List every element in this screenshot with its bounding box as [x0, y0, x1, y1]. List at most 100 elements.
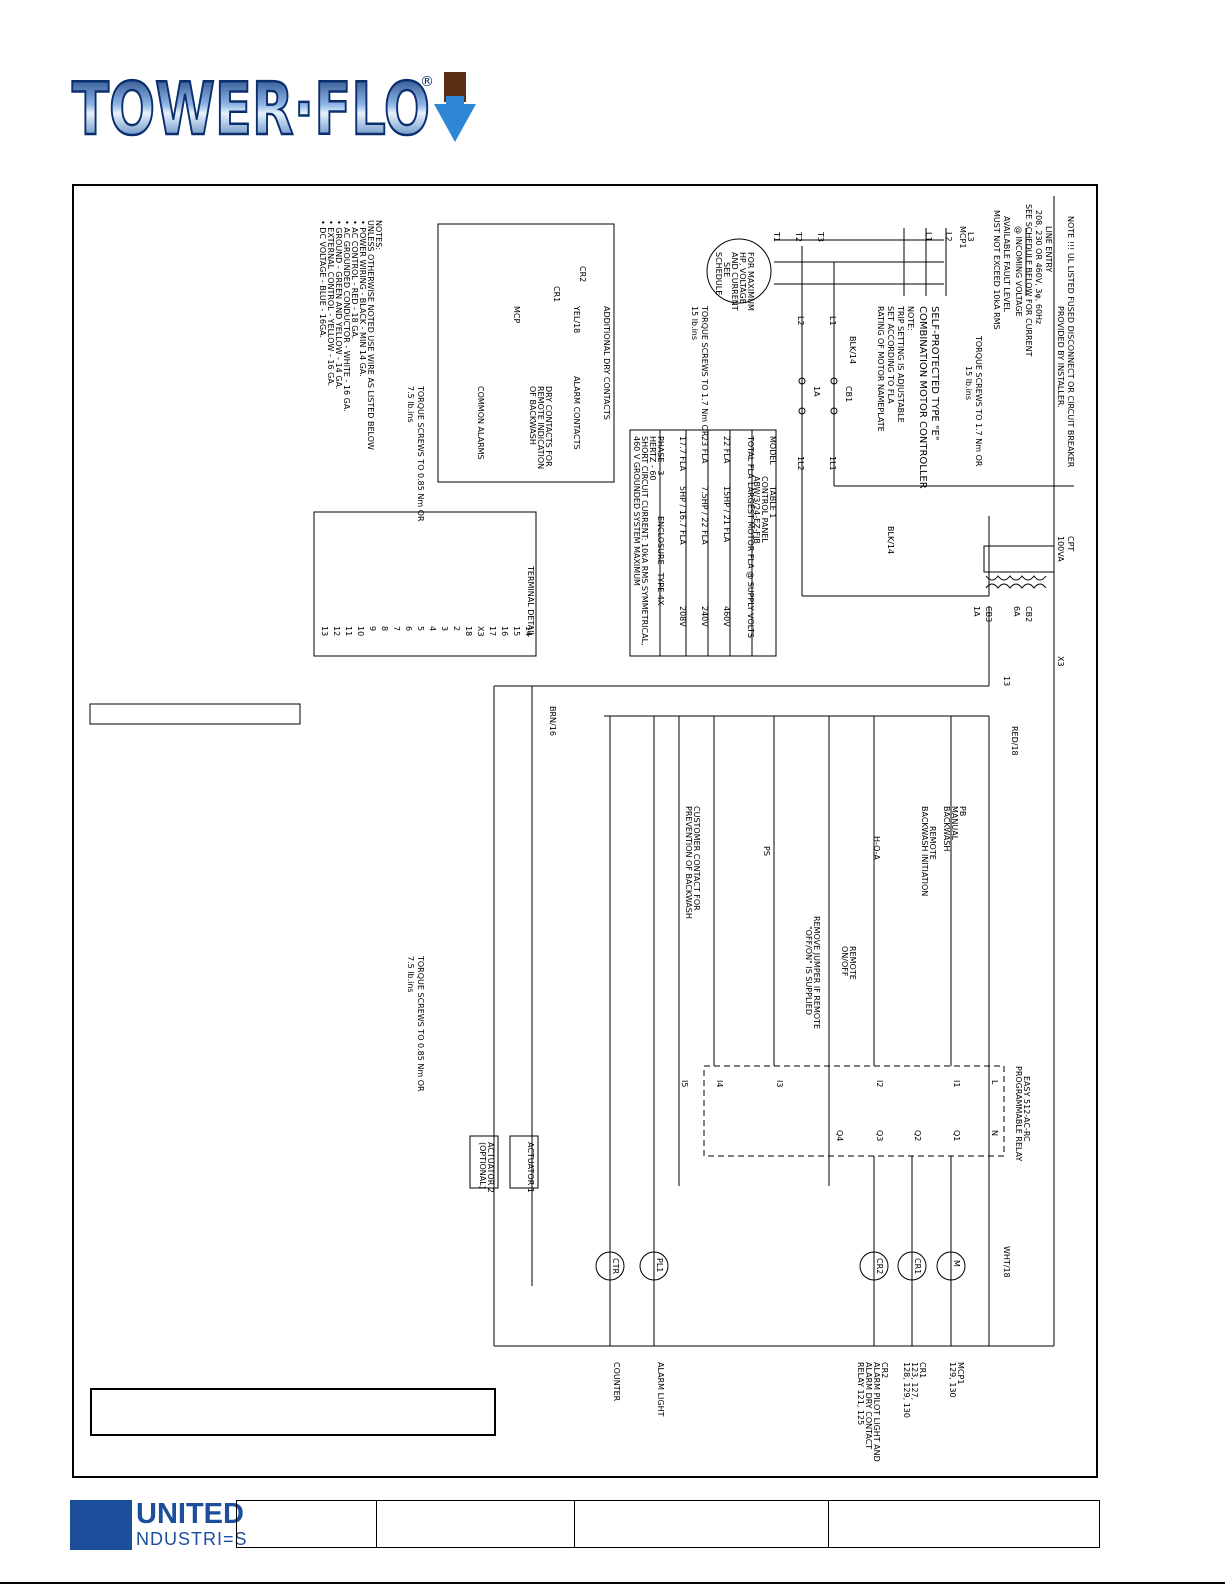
load-terminal: T2 [794, 231, 803, 242]
desc-cr2-line-3: ALARM DRY CONTACT [864, 1362, 873, 1449]
relay-output-label: N [990, 1130, 999, 1136]
logo-line-2: NDUSTRI=S [136, 1529, 248, 1549]
brand-name: TOWER·FLO [72, 68, 430, 148]
remote-onoff-2: ON/OFF [840, 946, 849, 977]
actuator-1: ACTUATOR 1 [526, 1142, 535, 1193]
note-5: • GROUND - GREEN AND YELLOW - 14 GA. [334, 220, 343, 389]
manual-backwash-2: BACKWASH [942, 806, 951, 851]
table-r1-c3: 460V [722, 606, 731, 627]
torque-act-2: 7.5 lb.ins [406, 956, 415, 993]
torque-motor-2: 15 lb.ins [690, 306, 699, 340]
united-industries-logo: UNITED NDUSTRI=S [70, 1500, 247, 1550]
torque-line-1: TORQUE SCREWS TO 1.7 Nm OR [974, 335, 983, 467]
terminal-detail-label: TERMINAL DETAIL [526, 565, 535, 638]
terminal-number: 16 [500, 626, 509, 636]
title-box [90, 1388, 496, 1436]
relay-input-label: L [990, 1080, 999, 1085]
cb1-rating: 1A [812, 386, 821, 397]
counter-label: COUNTER [612, 1362, 621, 1402]
yel18-label: YEL/18 [572, 305, 581, 333]
actuator-2: ACTUATOR 2 [486, 1142, 495, 1193]
coil-cr1: CR1 [913, 1258, 922, 1274]
table-r1-c1: 22 FLA [722, 436, 731, 464]
note-6: • EXTERNAL CONTROL - YELLOW - 16 GA. [326, 220, 335, 386]
note-7: • DC VOLTAGE - BLUE - 16GA. [318, 220, 327, 338]
relay-output-label: Q4 [835, 1130, 844, 1141]
desc-cr2-line-4: RELAY 121, 125 [856, 1362, 865, 1425]
manual-backwash-1: MANUAL [950, 806, 959, 841]
programmable-relay [703, 1065, 1005, 1157]
note-2: • POWER WIRING - BLACK - MIN 14 GA. [358, 220, 367, 377]
motor-text-4: SEE [722, 262, 731, 277]
hoa-label: H-O-A [872, 836, 881, 860]
terminal-number: 8 [380, 626, 389, 631]
actuator-2-optional: (OPTIONAL) [478, 1142, 487, 1189]
dry-title: ADDITIONAL DRY CONTACTS [602, 306, 611, 420]
fault-level: AVAILABLE FAULT LEVEL [1002, 216, 1011, 312]
table-r1-c2: 15HP / 21 FLA [722, 486, 731, 543]
terminal-number: X3 [476, 626, 485, 637]
note-sub: PROVIDED BY INSTALLER. [1056, 306, 1065, 408]
wht18-label: WHT/18 [1002, 1246, 1011, 1278]
relay-input-label: I2 [875, 1080, 884, 1087]
desc-mcp1-refs: 129, 130 [948, 1362, 957, 1398]
table-r2-c1: 23 FLA [700, 436, 709, 464]
relay-output-label: Q2 [913, 1130, 922, 1141]
remote-backwash-1: REMOTE [928, 826, 937, 860]
cr2-dry: CR2 [578, 266, 587, 282]
easy-relay-2: PROGRAMMABLE RELAY [1014, 1066, 1023, 1162]
coil-pl1: PL1 [655, 1258, 664, 1272]
note-1: UNLESS OTHERWISE NOTED USE WIRE AS LISTE… [366, 220, 375, 450]
blk14-b: BLK/14 [886, 526, 895, 554]
table-enclosure: ENCLOSURE - TYPE 4X [656, 516, 665, 606]
mcp1-label: MCP1 [958, 226, 967, 248]
wire-1l2: 1L2 [796, 456, 805, 471]
logo-blue-block [70, 1500, 132, 1550]
wire-1l1: 1L1 [828, 456, 837, 471]
motor-text-2: HP, VOLTAGE [738, 252, 747, 304]
table-sccr: SHORT CIRCUIT CURRENT: 10kA RMS SYMMETRI… [640, 436, 649, 646]
trip-line-1: TRIP SETTING IS ADJUSTABLE [896, 305, 905, 423]
desc-cr2: CR2 [880, 1362, 889, 1378]
dry-backwash-2: REMOTE INDICATION [536, 386, 545, 469]
torque-line-2: 15 lb.ins [964, 366, 973, 400]
note-title: NOTE !!! UL LISTED FUSED DISCONNECT OR C… [1066, 216, 1075, 468]
table-title: TABLE 1 [768, 485, 777, 518]
table-r3-c3: 208V [678, 606, 687, 627]
terminal-number: 12 [332, 626, 341, 636]
line-terminal: L2 [944, 232, 953, 242]
relay-output-label: Q3 [875, 1130, 884, 1141]
title-block-cell [237, 1501, 377, 1547]
blk14-a: BLK/14 [848, 336, 857, 364]
ps-label: PS [762, 846, 771, 856]
terminal-number: 13 [320, 626, 329, 636]
remove-jumper-2: "OFF/ON" IS SUPPLIED [804, 926, 813, 1015]
load-terminal: T1 [772, 231, 781, 242]
combination-controller: COMBINATION MOTOR CONTROLLER [917, 306, 928, 489]
dry-backwash-1: DRY CONTACTS FOR [544, 386, 553, 467]
terminal-strip [313, 511, 537, 657]
table-header-model: MODEL [768, 436, 777, 465]
bottom-rule [0, 1582, 1225, 1584]
customer-contact-2: PREVENTION OF BACKWASH [684, 806, 693, 919]
coil-ctr: CTR [611, 1258, 620, 1274]
remote-backwash-2: BACKWASH INITIATION [920, 806, 929, 896]
schedule-note: SEE SCHEDULE BELOW FOR CURRENT [1024, 204, 1033, 357]
note-4: • AC GROUNDED CONDUCTOR - WHITE - 16 GA. [342, 220, 351, 412]
trip-line-3: RATING OF MOTOR NAMEPLATE [876, 306, 885, 432]
torque-motor-1: TORQUE SCREWS TO 1.7 Nm OR [700, 305, 709, 437]
terminal-number: 18 [464, 626, 473, 636]
remote-onoff-1: REMOTE [848, 946, 857, 980]
trip-line-2: SET ACCORDING TO FLA [886, 306, 895, 404]
terminal-number: 5 [416, 626, 425, 631]
pb-label: PB [958, 806, 967, 816]
self-protected: SELF-PROTECTED TYPE "E" [929, 306, 940, 440]
drawing-frame [72, 184, 1098, 1478]
remove-jumper-1: REMOVE JUMPER IF REMOTE [812, 916, 821, 1029]
red18-label: RED/18 [1010, 726, 1019, 756]
table-r3-c1: 17.7 FLA [678, 436, 687, 472]
desc-cr2-line-2: ALARM PILOT LIGHT AND [872, 1362, 881, 1462]
coil-m: M [952, 1260, 961, 1267]
easy-relay-1: EASY 512-AC-RC [1022, 1076, 1031, 1142]
relay-input-label: I5 [680, 1080, 689, 1087]
